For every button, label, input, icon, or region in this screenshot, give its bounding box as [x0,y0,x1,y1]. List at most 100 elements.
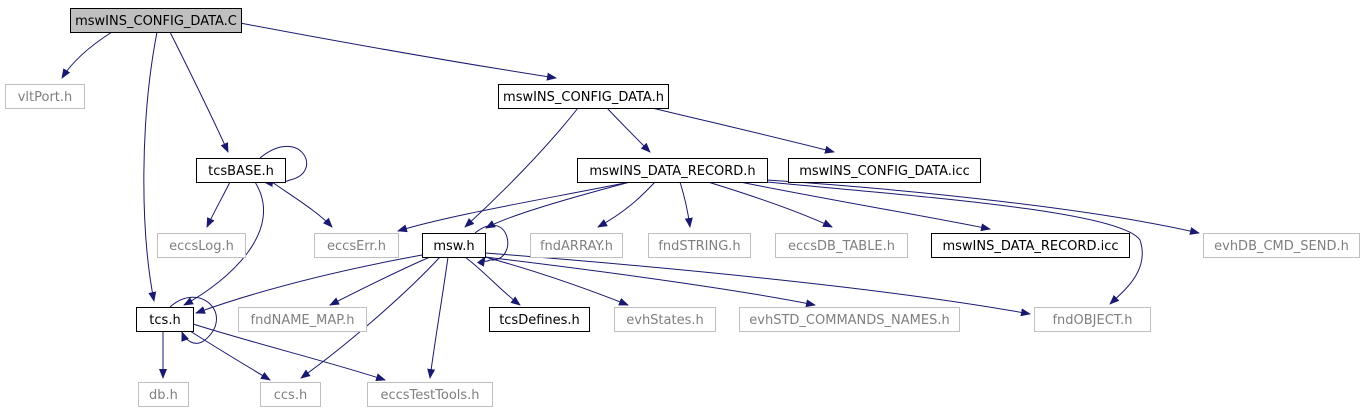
edge-data_record_h-to-fndstring [679,181,693,228]
node-label-tcs: tcs.h [149,313,180,328]
node-config_h[interactable]: mswINS_CONFIG_DATA.h [498,84,669,109]
edge-config_c-to-tcs [143,31,158,302]
node-label-ccs: ccs.h [274,388,307,403]
edge-config_h-to-config_icc [651,107,835,154]
node-label-eccstesttools: eccsTestTools.h [380,388,479,403]
edge-tcsbase-to-tcs [183,181,265,306]
node-label-fndstring: fndSTRING.h [658,239,740,254]
node-eccserr: eccsErr.h [314,233,399,258]
edge-data_record_h-to-eccserr [397,181,631,233]
node-label-config_h: mswINS_CONFIG_DATA.h [503,90,664,105]
node-label-fndobject: fndOBJECT.h [1052,313,1132,328]
node-evhstd: evhSTD_COMMANDS_NAMES.h [739,307,960,332]
node-label-data_record_h: mswINS_DATA_RECORD.h [589,164,755,179]
node-box-config_icc [788,158,981,183]
node-box-evhdb [1203,233,1360,258]
node-fndarray: fndARRAY.h [530,233,623,258]
nodes-layer: mswINS_CONFIG_DATA.C vltPort.h mswINS_CONF… [5,8,1360,407]
edge-msw-to-fndobject [484,252,1031,317]
edge-config_h-to-data_record_h [606,107,651,153]
node-box-evhstd [739,307,960,332]
node-data_record_icc[interactable]: mswINS_DATA_RECORD.icc [931,233,1130,258]
node-tcs[interactable]: tcs.h [136,307,194,332]
node-fndstring: fndSTRING.h [648,233,751,258]
node-box-data_record_icc [931,233,1130,258]
node-box-vltport [5,84,85,109]
node-box-tcs [136,307,194,332]
node-label-tcsbase: tcsBASE.h [208,164,274,179]
edge-msw-to-tcsdefines [464,256,521,306]
edge-msw-to-eccstesttools [427,256,449,379]
edge-tcsbase-to-eccserr [271,181,333,228]
node-label-vltport: vltPort.h [18,90,73,105]
edge-msw-to-ccs [300,256,441,379]
node-label-fndnamemap: fndNAME_MAP.h [251,313,355,328]
node-box-fndarray [530,233,623,258]
node-box-ccs [260,382,321,407]
node-fndobject: fndOBJECT.h [1034,307,1151,332]
edge-tcs-to-tcs [169,296,217,344]
edge-msw-to-msw [474,224,509,267]
node-tcsbase[interactable]: tcsBASE.h [196,158,286,183]
node-label-eccserr: eccsErr.h [327,239,386,254]
node-label-eccsdb: eccsDB_TABLE.h [788,239,895,254]
node-label-eccslog: eccsLog.h [169,239,234,254]
edges-layer [61,22,1200,382]
node-vltport: vltPort.h [5,84,85,109]
edge-config_h-to-msw [464,107,579,228]
node-box-config_h [498,84,669,109]
edge-tcs-to-eccstesttools [192,323,386,382]
node-db: db.h [138,382,189,407]
node-evhstates: evhStates.h [614,307,716,332]
node-ccs: ccs.h [260,382,321,407]
node-label-evhstates: evhStates.h [626,313,704,328]
node-box-fndnamemap [238,307,367,332]
node-label-msw: msw.h [433,239,474,254]
edge-tcs-to-ccs [189,330,271,381]
edge-data_record_h-to-eccsdb [707,181,833,228]
node-box-eccslog [157,233,246,258]
node-fndnamemap: fndNAME_MAP.h [238,307,367,332]
node-label-db: db.h [149,388,178,403]
edge-msw-to-evhstates [484,256,629,306]
node-eccstesttools: eccsTestTools.h [367,382,493,407]
node-box-msw [422,233,486,258]
node-label-tcsdefines: tcsDefines.h [499,313,580,328]
node-config_c[interactable]: mswINS_CONFIG_DATA.C [70,8,242,33]
edge-config_c-to-tcsbase [169,31,229,153]
node-box-db [138,382,189,407]
node-box-eccstesttools [367,382,493,407]
edge-tcsbase-to-eccslog [206,181,231,228]
node-box-tcsbase [196,158,286,183]
node-label-config_icc: mswINS_CONFIG_DATA.icc [799,164,970,179]
node-label-evhdb: evhDB_CMD_SEND.h [1214,239,1349,254]
edge-config_c-to-vltport [61,31,113,79]
node-box-data_record_h [577,158,768,183]
node-evhdb: evhDB_CMD_SEND.h [1203,233,1360,258]
node-label-fndarray: fndARRAY.h [540,239,613,254]
edge-data_record_h-to-fndobject [766,181,1143,305]
node-box-eccserr [314,233,399,258]
node-tcsdefines[interactable]: tcsDefines.h [489,307,590,332]
edge-config_c-to-config_h [239,22,557,81]
node-msw[interactable]: msw.h [422,233,486,258]
node-eccslog: eccsLog.h [157,233,246,258]
node-box-fndstring [648,233,751,258]
node-box-evhstates [614,307,716,332]
node-box-config_c [70,8,242,33]
node-box-eccsdb [775,233,908,258]
edge-data_record_h-to-fndarray [597,181,656,228]
node-config_icc[interactable]: mswINS_CONFIG_DATA.icc [788,158,981,183]
node-box-tcsdefines [489,307,590,332]
edge-msw-to-tcs [195,254,423,314]
node-label-data_record_icc: mswINS_DATA_RECORD.icc [942,239,1118,254]
node-eccsdb: eccsDB_TABLE.h [775,233,908,258]
edge-data_record_h-to-data_record_icc [739,181,991,232]
edge-data_record_h-to-evhdb [766,179,1200,235]
edge-data_record_h-to-msw [485,181,631,229]
node-data_record_h[interactable]: mswINS_DATA_RECORD.h [577,158,768,183]
node-label-evhstd: evhSTD_COMMANDS_NAMES.h [749,313,949,328]
edge-msw-to-evhstd [484,256,816,308]
edge-msw-to-fndnamemap [329,256,431,306]
